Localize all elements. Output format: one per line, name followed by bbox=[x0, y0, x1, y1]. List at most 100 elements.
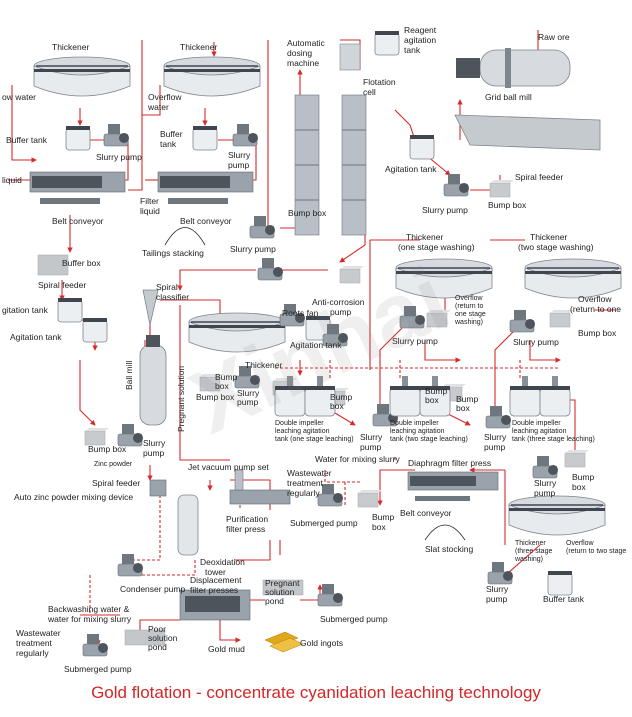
label-thickener-1: Thickener bbox=[52, 42, 89, 52]
label-overflow-one-a: Overflow bbox=[455, 295, 484, 302]
label-wastewater-1c: regularly bbox=[287, 488, 320, 498]
label-overflow-two-b: (return to one bbox=[570, 304, 621, 314]
label-auto-dosing-c: machine bbox=[287, 58, 319, 68]
equipment-icons bbox=[29, 30, 622, 657]
label-thickener-three-a: Thickener bbox=[515, 540, 546, 547]
label-zinc-powder: Zinc powder bbox=[94, 461, 133, 468]
label-raw-ore: Raw ore bbox=[538, 32, 570, 42]
displacement-filter-icon bbox=[179, 589, 251, 621]
slurry-pump-2-icon bbox=[232, 123, 259, 147]
label-gold-ingots: Gold ingots bbox=[300, 638, 343, 648]
label-thickener-two-b: (two stage washing) bbox=[518, 242, 594, 252]
spiral-classifier-icon bbox=[142, 289, 159, 326]
agitation-tank-main-icon bbox=[409, 134, 435, 160]
label-slurry-pump-12a: Slurry bbox=[534, 478, 557, 488]
label-thickener-three-c: washing) bbox=[514, 556, 543, 563]
label-auto-dosing-a: Automatic bbox=[287, 38, 326, 48]
label-bump-box-3: Bump box bbox=[88, 444, 127, 454]
spiral-feeder-main-icon bbox=[454, 114, 601, 151]
label-slurry-pump-2b: pump bbox=[228, 160, 250, 170]
leach-tank-3a-icon bbox=[509, 375, 541, 417]
buffer-tank-2-icon bbox=[192, 125, 218, 151]
poor-pond-icon bbox=[124, 629, 166, 646]
label-slurry-pump-1: Slurry pump bbox=[96, 152, 142, 162]
dosing-machine-icon bbox=[339, 43, 361, 71]
label-slurry-pump-5b: pump bbox=[143, 448, 165, 458]
label-bump-box-2: Bump box bbox=[288, 208, 327, 218]
ball-mill-icon bbox=[139, 335, 167, 426]
label-wastewater-1a: Wastewater bbox=[287, 468, 332, 478]
label-purification-a: Purification bbox=[226, 514, 268, 524]
label-bump-box-10b: box bbox=[372, 522, 386, 532]
buffer-tank-3-icon bbox=[547, 570, 573, 596]
label-slurry-pump-13a: Slurry bbox=[486, 584, 509, 594]
bump-box-10-icon bbox=[357, 489, 383, 508]
label-bump-box-7a: Bump bbox=[425, 386, 447, 396]
label-buffer-tank-2a: Buffer bbox=[160, 129, 183, 139]
label-overflow-three-a: Overflow bbox=[566, 540, 595, 547]
condenser-pump-icon bbox=[117, 553, 144, 577]
label-condenser-pump: Condenser pump bbox=[120, 584, 185, 594]
label-leach-2a: Double impeller bbox=[390, 420, 439, 427]
label-thickener-one-b: (one stage washing) bbox=[398, 242, 475, 252]
label-overflow-water-2a: Overflow bbox=[148, 92, 182, 102]
label-poor-pond-c: pond bbox=[148, 642, 167, 652]
slurry-pump-12-icon bbox=[532, 455, 559, 479]
label-slurry-pump-5a: Slurry bbox=[143, 438, 166, 448]
label-submerged-pump-1: Submerged pump bbox=[290, 518, 358, 528]
slurry-pump-1-icon bbox=[103, 123, 130, 147]
slurry-pump-13-icon bbox=[487, 561, 514, 585]
label-displacement-b: filter presses bbox=[190, 585, 238, 595]
label-slurry-pump-6b: pump bbox=[237, 397, 259, 407]
label-filter-liquid-a: Filter bbox=[140, 196, 159, 206]
label-water-mixing-slurry: Water for mixing slurry bbox=[315, 454, 400, 464]
label-spiral-classifier-a: Spiral bbox=[156, 282, 178, 292]
label-slurry-pump-7a: Slurry bbox=[360, 432, 383, 442]
label-overflow-one-d: washing) bbox=[454, 319, 483, 326]
label-submerged-pump-3: Submerged pump bbox=[64, 664, 132, 674]
label-leach-1c: tank (one stage leaching) bbox=[275, 436, 354, 443]
label-agitation-tank-left-2: Agitation tank bbox=[10, 332, 62, 342]
label-leach-1b: leaching agitation bbox=[275, 428, 330, 435]
label-wastewater-2c: regularly bbox=[16, 648, 49, 658]
label-pregnant-pond-b: solution bbox=[265, 587, 295, 597]
label-buffer-tank-2b: tank bbox=[160, 139, 177, 149]
reagent-tank-icon bbox=[374, 30, 400, 56]
slurry-pump-4-icon bbox=[249, 215, 276, 239]
deoxidation-tower-icon bbox=[177, 494, 199, 556]
purification-filter-icon bbox=[229, 489, 291, 505]
label-overflow-one-c: one stage bbox=[455, 311, 486, 318]
leach-tank-3b-icon bbox=[539, 375, 571, 417]
label-overflow-one-b: (return to bbox=[455, 303, 484, 310]
label-reagent-tank-a: Reagent bbox=[404, 25, 437, 35]
label-bump-box-11a: Bump bbox=[572, 472, 594, 482]
label-pregnant-pond-c: pond bbox=[265, 596, 284, 606]
label-overflow-three-b: (return to two stage bbox=[566, 548, 626, 555]
label-spiral-feeder-zinc: Spiral feeder bbox=[92, 478, 140, 488]
label-thickener-center: Thickener bbox=[245, 360, 282, 370]
submerged-pump-3-icon bbox=[82, 633, 109, 657]
label-bump-box-5a: Bump bbox=[215, 372, 237, 382]
agitation-tank-left-2-icon bbox=[82, 317, 108, 343]
label-bump-box-8a: Bump bbox=[456, 394, 478, 404]
submerged-pump-2-icon bbox=[317, 583, 344, 607]
label-leach-3c: tank (three stage leaching) bbox=[512, 436, 595, 443]
slurry-pump-upper-icon bbox=[257, 257, 284, 281]
label-bump-box-1: Bump box bbox=[488, 200, 527, 210]
pregnant-pond-icon bbox=[262, 579, 304, 596]
label-buffer-tank-3: Buffer tank bbox=[543, 594, 585, 604]
tailings-pile-icon bbox=[164, 227, 206, 246]
label-poor-pond-a: Poor bbox=[148, 624, 166, 634]
label-pregnant-pond-a: Pregnant bbox=[265, 578, 300, 588]
label-thickener-three-b: (three stage bbox=[515, 548, 552, 555]
labels: Thickener ow water Buffer tank Slurry pu… bbox=[2, 25, 626, 674]
label-slurry-pump-4: Slurry pump bbox=[230, 244, 276, 254]
label-filter-liquid-b: liquid bbox=[140, 206, 160, 216]
label-leach-3a: Double impeller bbox=[512, 420, 561, 427]
label-slurry-pump-2a: Slurry bbox=[228, 150, 251, 160]
label-wastewater-1b: treatment bbox=[287, 478, 324, 488]
label-grid-ball-mill: Grid ball mill bbox=[485, 92, 532, 102]
label-overflow-water-2b: water bbox=[147, 102, 169, 112]
flotation-cells-icon bbox=[294, 94, 367, 236]
